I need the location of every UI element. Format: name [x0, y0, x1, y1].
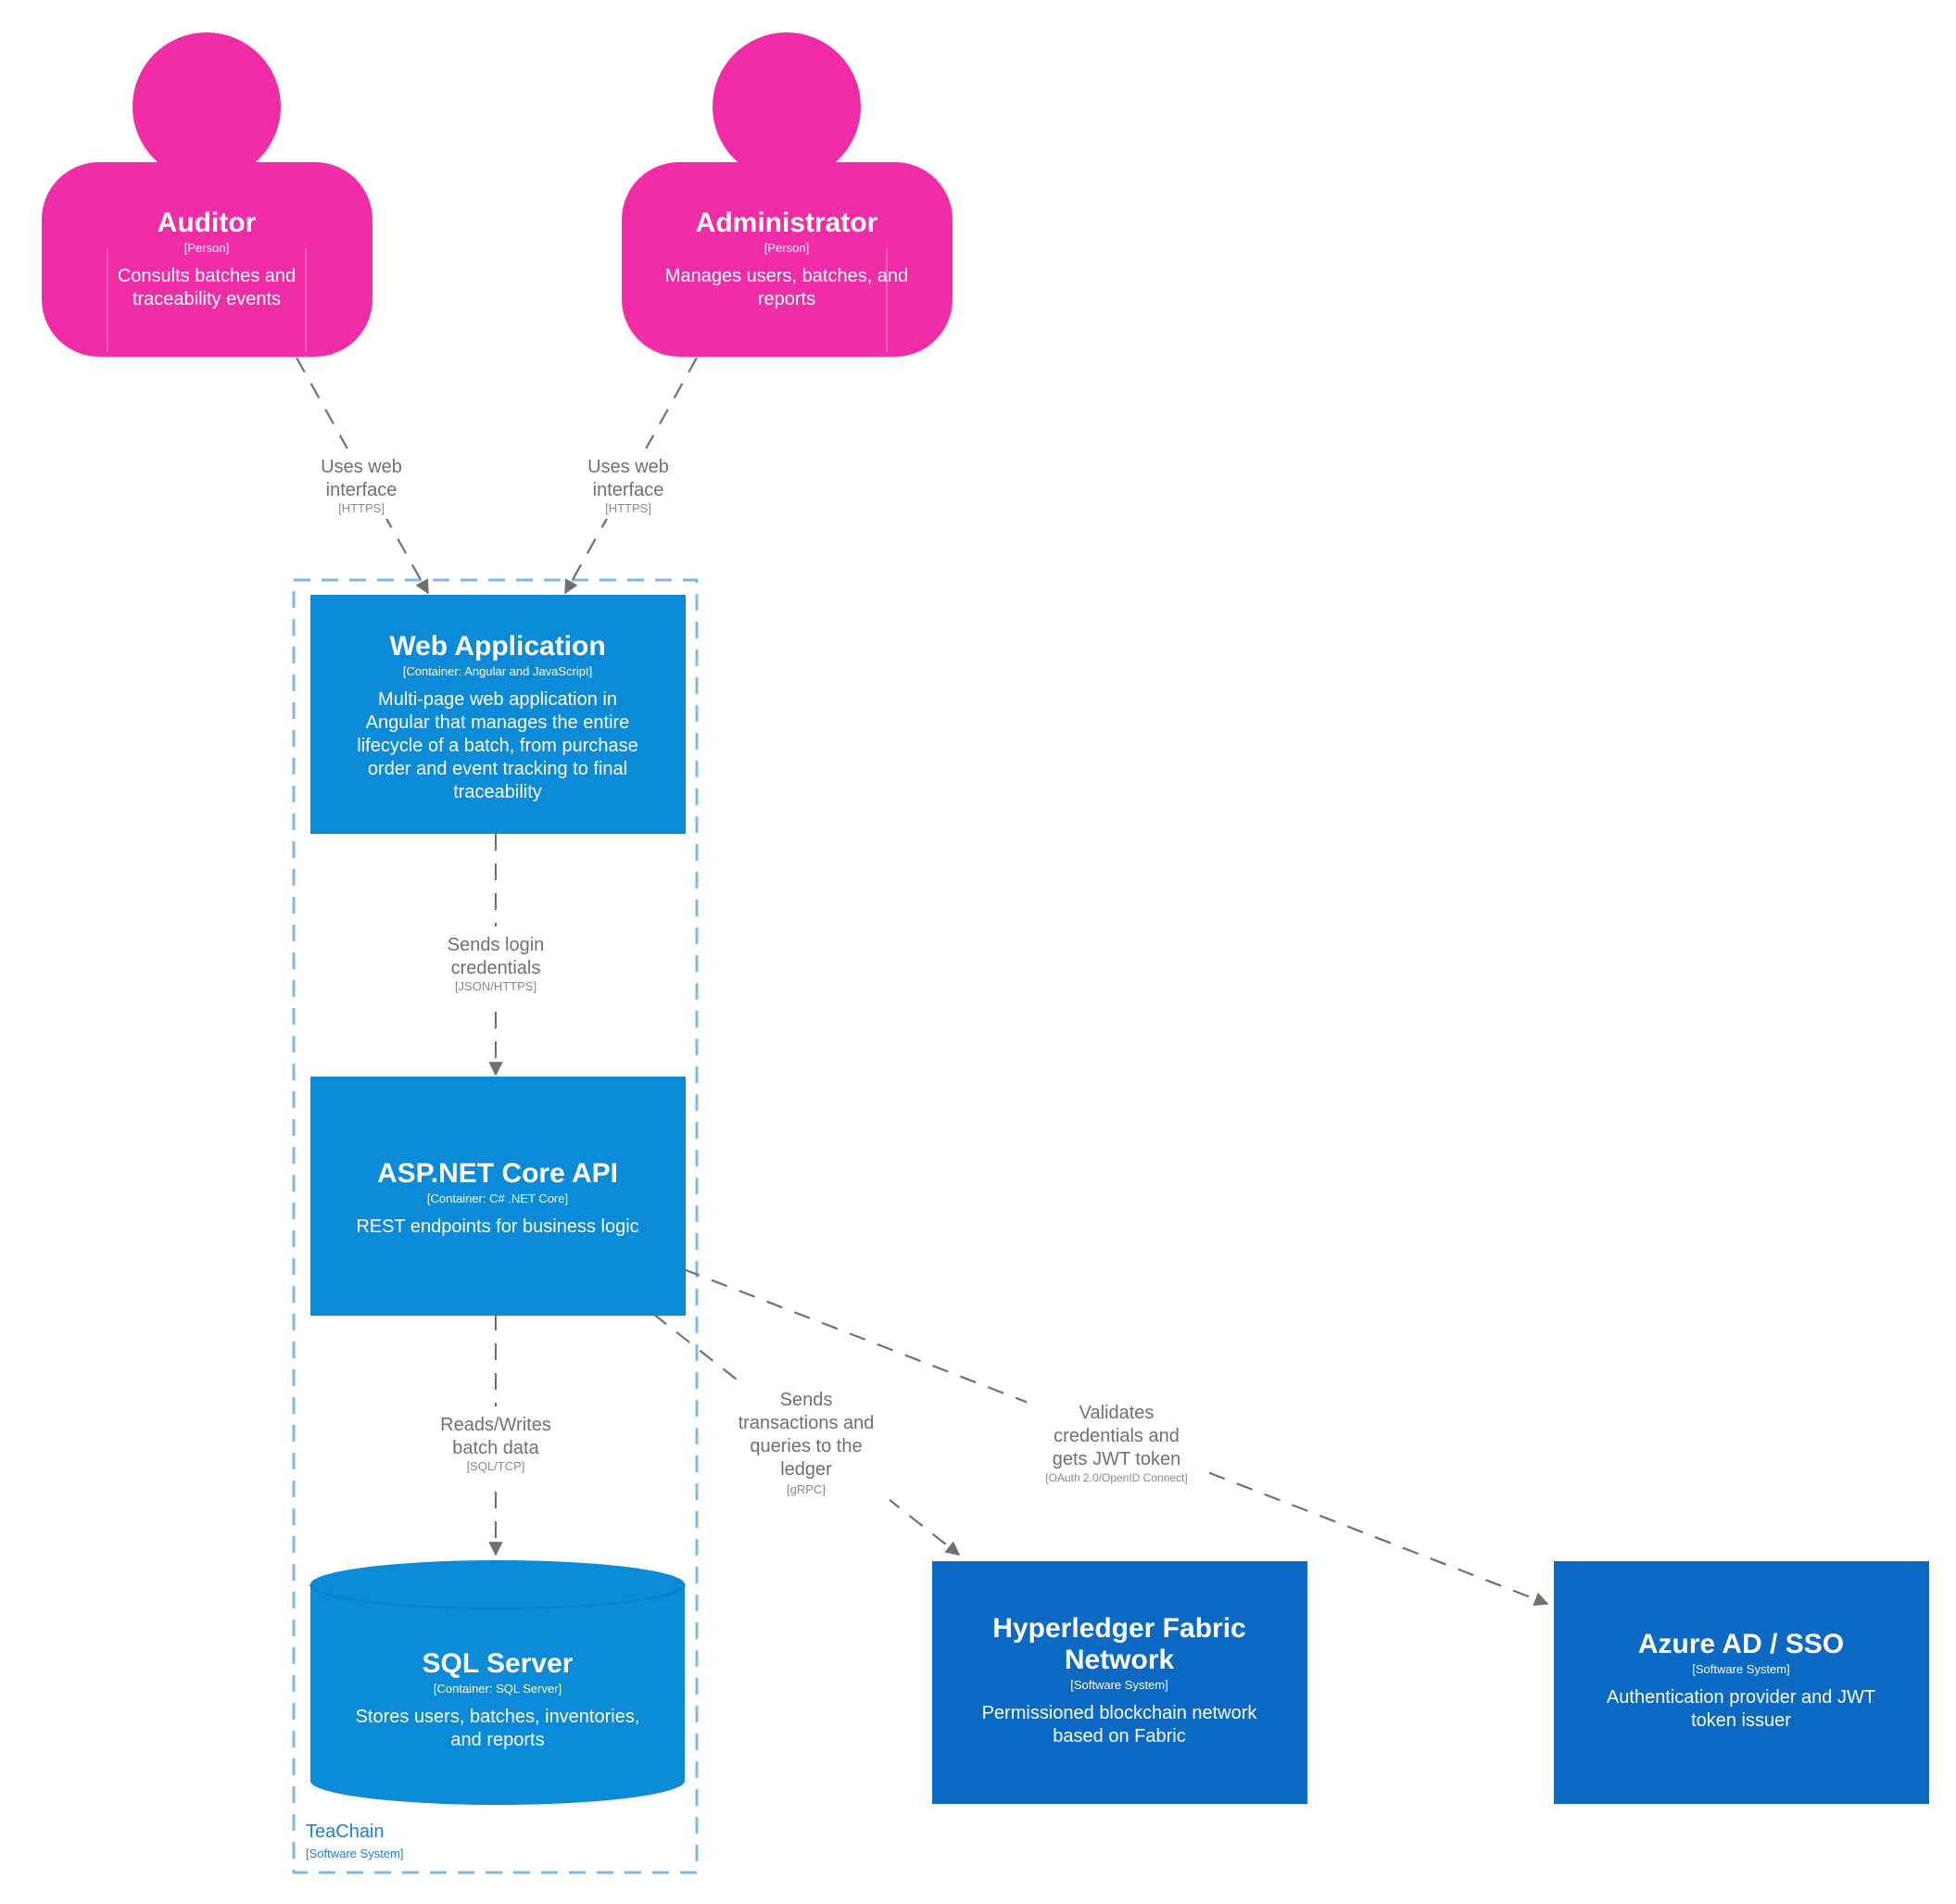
container-description: and reports [450, 1730, 544, 1750]
database-cylinder-rim [309, 1583, 686, 1609]
svg-text:Sends: Sends [780, 1390, 833, 1410]
system-description: token issuer [1691, 1710, 1791, 1731]
person-name: Auditor [158, 208, 257, 238]
person-administrator[interactable]: Administrator [Person] Manages users, ba… [622, 32, 953, 357]
svg-text:gets JWT token: gets JWT token [1053, 1449, 1181, 1469]
svg-text:Sends login: Sends login [448, 935, 545, 955]
person-name: Administrator [696, 208, 878, 238]
relationship-label-admin-webapp: Uses web interface [HTTPS] [578, 448, 678, 519]
svg-text:queries to the: queries to the [750, 1436, 862, 1456]
container-description: Angular that manages the entire [366, 712, 630, 733]
container-aspnet-core-api[interactable]: ASP.NET Core API [Container: C# .NET Cor… [310, 1077, 686, 1316]
system-type: [Software System] [1070, 1678, 1167, 1692]
database-cylinder [310, 1560, 685, 1805]
person-head [713, 32, 861, 181]
rel-line-api-azure [683, 1267, 1549, 1607]
container-name: Web Application [389, 631, 605, 662]
svg-text:[HTTPS]: [HTTPS] [605, 501, 651, 515]
svg-text:transactions and: transactions and [738, 1413, 875, 1433]
person-type: [Person] [184, 241, 229, 255]
svg-text:Uses web: Uses web [587, 457, 669, 477]
person-body [622, 162, 953, 357]
svg-text:credentials and: credentials and [1054, 1426, 1180, 1446]
svg-text:batch data: batch data [452, 1438, 539, 1458]
external-hyperledger-fabric[interactable]: Hyperledger Fabric Network [Software Sys… [932, 1561, 1307, 1804]
system-boundary [292, 578, 699, 1874]
relationship-label-auditor-webapp: Uses web interface [HTTPS] [311, 448, 411, 519]
system-description: Permissioned blockchain network [982, 1703, 1258, 1723]
svg-text:[SQL/TCP]: [SQL/TCP] [467, 1459, 525, 1473]
person-body [42, 162, 372, 357]
system-name: Hyperledger Fabric [992, 1613, 1245, 1644]
system-type: [Software System] [1692, 1662, 1789, 1676]
relationship-label-webapp-api: Sends login credentials [JSON/HTTPS] [435, 927, 556, 999]
person-auditor[interactable]: Auditor [Person] Consults batches and tr… [42, 32, 372, 357]
system-name: Azure AD / SSO [1638, 1629, 1844, 1659]
svg-text:Reads/Writes: Reads/Writes [440, 1415, 551, 1435]
relationship-label-api-fabric: Sends transactions and queries to the le… [723, 1381, 890, 1501]
container-web-application[interactable]: Web Application [Container: Angular and … [310, 595, 686, 834]
system-description: Authentication provider and JWT [1607, 1687, 1875, 1708]
container-description: order and event tracking to final [368, 759, 627, 779]
system-boundary-name: TeaChain [306, 1822, 385, 1842]
container-description: lifecycle of a batch, from purchase [357, 736, 637, 756]
container-name: SQL Server [423, 1648, 574, 1679]
relationship-label-api-sql: Reads/Writes batch data [SQL/TCP] [431, 1406, 561, 1479]
svg-text:[gRPC]: [gRPC] [787, 1482, 826, 1496]
svg-text:interface: interface [326, 480, 398, 500]
container-type: [Container: SQL Server] [434, 1682, 562, 1696]
svg-text:Uses web: Uses web [321, 457, 402, 477]
container-description: Stores users, batches, inventories, [356, 1707, 640, 1727]
rel-line-api-fabric [652, 1313, 961, 1556]
container-name: ASP.NET Core API [377, 1158, 618, 1189]
svg-text:interface: interface [593, 480, 664, 500]
relationship-label-api-azure: Validates credentials and gets JWT token… [1027, 1394, 1208, 1491]
person-type: [Person] [764, 241, 809, 255]
system-name: Network [1065, 1645, 1175, 1675]
container-type: [Container: Angular and JavaScript] [403, 664, 593, 678]
container-description: REST endpoints for business logic [356, 1217, 638, 1237]
container-sql-server[interactable]: SQL Server [Container: SQL Server] Store… [309, 1560, 686, 1805]
person-description: Manages users, batches, and [665, 266, 908, 286]
person-head [133, 32, 281, 181]
container-description: traceability [453, 782, 542, 802]
svg-text:[JSON/HTTPS]: [JSON/HTTPS] [455, 979, 536, 993]
svg-text:ledger: ledger [780, 1459, 832, 1480]
container-type: [Container: C# .NET Core] [427, 1192, 568, 1205]
person-description: reports [758, 289, 815, 309]
svg-text:credentials: credentials [451, 958, 541, 978]
person-description: Consults batches and [118, 266, 296, 286]
svg-text:Validates: Validates [1079, 1403, 1155, 1423]
external-azure-ad-sso[interactable]: Azure AD / SSO [Software System] Authent… [1554, 1561, 1929, 1804]
svg-text:[OAuth 2.0/OpenID Connect]: [OAuth 2.0/OpenID Connect] [1045, 1471, 1187, 1484]
person-description: traceability events [133, 289, 281, 309]
svg-text:[HTTPS]: [HTTPS] [338, 501, 385, 515]
container-description: Multi-page web application in [378, 689, 617, 710]
system-boundary-type: [Software System] [306, 1847, 403, 1860]
system-description: based on Fabric [1053, 1726, 1185, 1746]
